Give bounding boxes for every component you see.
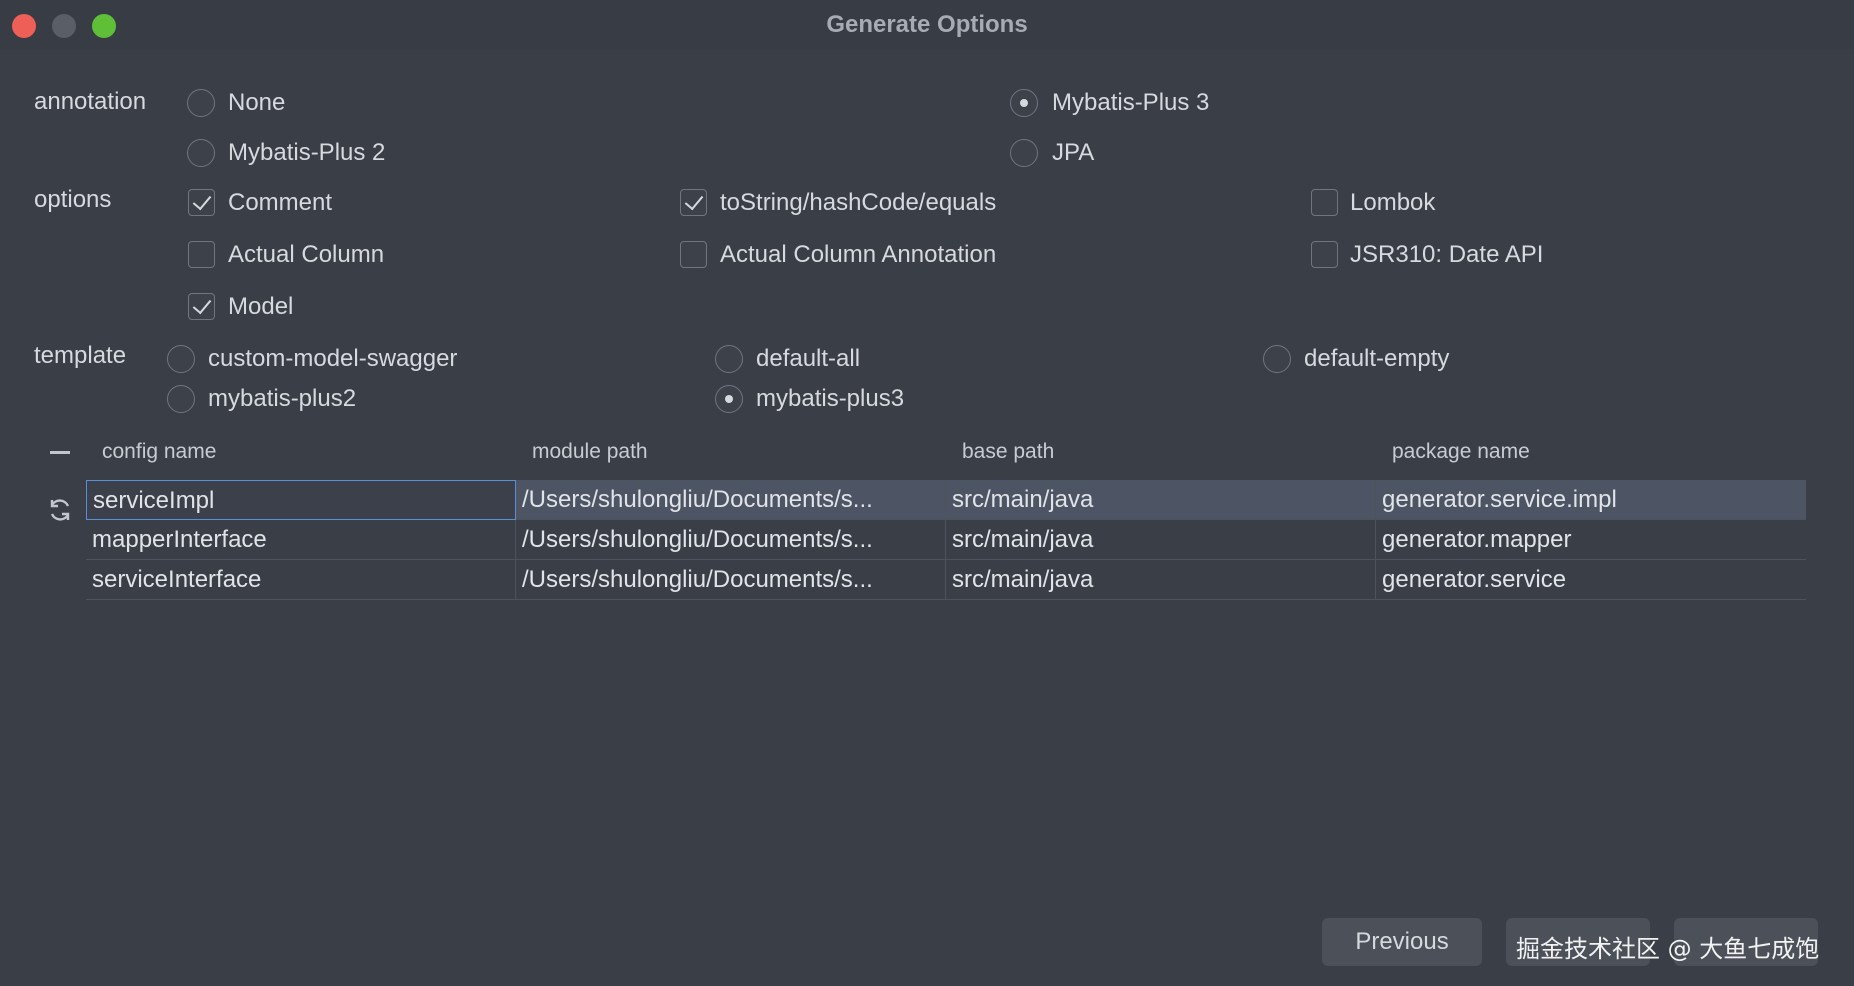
option-comment-label: Comment bbox=[228, 189, 333, 216]
options-label: options bbox=[34, 186, 112, 213]
table-row[interactable]: serviceImpl /Users/shulongliu/Documents/… bbox=[86, 480, 1806, 520]
template-mybatis-plus3-label: mybatis-plus3 bbox=[756, 385, 905, 412]
maximize-window-button[interactable] bbox=[92, 14, 116, 38]
radio-circle bbox=[715, 345, 743, 373]
checkbox-box bbox=[680, 189, 707, 216]
template-mybatis-plus2-label: mybatis-plus2 bbox=[208, 385, 357, 412]
option-lombok-label: Lombok bbox=[1350, 189, 1436, 216]
option-actual-column-annotation-label: Actual Column Annotation bbox=[720, 241, 997, 268]
refresh-icon[interactable] bbox=[46, 496, 74, 524]
checkbox-box bbox=[188, 241, 215, 268]
module-path-cell[interactable]: /Users/shulongliu/Documents/s... bbox=[516, 520, 946, 560]
package-name-cell[interactable]: generator.mapper bbox=[1382, 526, 1572, 553]
radio-circle bbox=[167, 345, 195, 373]
annotation-mybatis-plus-2-label: Mybatis-Plus 2 bbox=[228, 139, 386, 166]
config-name-cell[interactable]: serviceImpl bbox=[86, 480, 516, 520]
base-path-cell[interactable]: src/main/java bbox=[946, 480, 1376, 520]
module-path-cell[interactable]: /Users/shulongliu/Documents/s... bbox=[516, 560, 946, 600]
radio-circle bbox=[715, 385, 743, 413]
option-tostring-label: toString/hashCode/equals bbox=[720, 189, 997, 216]
radio-circle bbox=[167, 385, 195, 413]
radio-circle bbox=[1010, 89, 1038, 117]
checkbox-box bbox=[680, 241, 707, 268]
checkbox-box bbox=[1311, 189, 1338, 216]
column-header-package-name[interactable]: package name bbox=[1392, 440, 1530, 463]
template-label: template bbox=[34, 342, 127, 369]
base-path-cell[interactable]: src/main/java bbox=[946, 560, 1376, 600]
watermark-text: 掘金技术社区 @ 大鱼七成饱 bbox=[1516, 935, 1820, 963]
column-header-module-path[interactable]: module path bbox=[532, 440, 648, 463]
template-default-all-label: default-all bbox=[756, 345, 861, 372]
config-table: serviceImpl /Users/shulongliu/Documents/… bbox=[86, 480, 1806, 600]
option-actual-column-label: Actual Column bbox=[228, 241, 385, 268]
radio-circle bbox=[187, 139, 215, 167]
checkbox-box bbox=[188, 293, 215, 320]
title-bar: Generate Options bbox=[0, 0, 1854, 50]
annotation-none-label: None bbox=[228, 89, 286, 116]
previous-button[interactable]: Previous bbox=[1322, 918, 1482, 966]
dialog-title: Generate Options bbox=[826, 11, 1028, 38]
minus-icon[interactable] bbox=[50, 451, 70, 454]
package-name-cell[interactable]: generator.service bbox=[1382, 566, 1567, 593]
option-model-label: Model bbox=[228, 293, 294, 320]
radio-circle bbox=[1010, 139, 1038, 167]
option-jsr310-label: JSR310: Date API bbox=[1350, 241, 1544, 268]
config-name-cell[interactable]: serviceInterface bbox=[86, 560, 516, 600]
next-button[interactable] bbox=[1506, 918, 1650, 966]
checkbox-box bbox=[1311, 241, 1338, 268]
column-header-config-name[interactable]: config name bbox=[102, 440, 217, 463]
base-path-cell[interactable]: src/main/java bbox=[946, 520, 1376, 560]
radio-circle bbox=[1263, 345, 1291, 373]
column-header-base-path[interactable]: base path bbox=[962, 440, 1055, 463]
annotation-mybatis-plus-3-label: Mybatis-Plus 3 bbox=[1052, 89, 1210, 116]
template-default-empty-label: default-empty bbox=[1304, 345, 1450, 372]
module-path-cell[interactable]: /Users/shulongliu/Documents/s... bbox=[516, 480, 946, 520]
annotation-jpa-label: JPA bbox=[1052, 139, 1095, 166]
minimize-window-button[interactable] bbox=[52, 14, 76, 38]
package-name-cell[interactable]: generator.service.impl bbox=[1382, 486, 1617, 513]
finish-button[interactable] bbox=[1674, 918, 1818, 966]
table-row[interactable]: serviceInterface /Users/shulongliu/Docum… bbox=[86, 560, 1806, 600]
annotation-label: annotation bbox=[34, 88, 147, 115]
radio-circle bbox=[187, 89, 215, 117]
template-custom-model-swagger-label: custom-model-swagger bbox=[208, 345, 458, 372]
close-window-button[interactable] bbox=[12, 14, 36, 38]
table-row[interactable]: mapperInterface /Users/shulongliu/Docume… bbox=[86, 520, 1806, 560]
config-name-cell[interactable]: mapperInterface bbox=[86, 520, 516, 560]
checkbox-box bbox=[188, 189, 215, 216]
